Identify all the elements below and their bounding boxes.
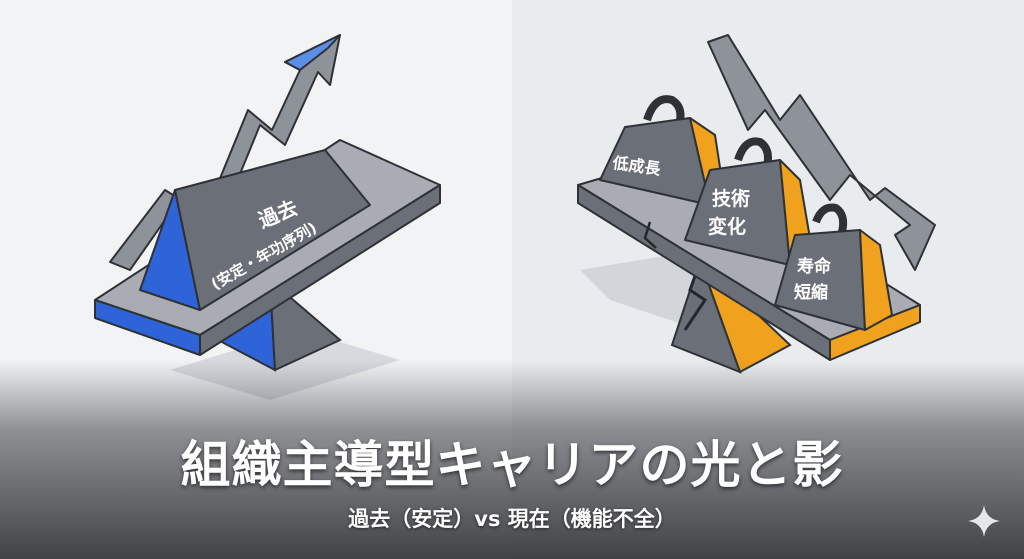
past-block: [139, 149, 371, 311]
bottom-shade: [0, 360, 1024, 559]
sparkle-icon: [968, 505, 1000, 537]
main-title: 組織主導型キャリアの光と影: [180, 436, 844, 494]
falling-arrow-icon: [707, 34, 936, 271]
weight-label-1a: 技術: [712, 187, 750, 210]
subtitle: 過去（安定）vs 現在（機能不全）: [348, 507, 676, 531]
right-shadow: [580, 250, 700, 330]
weight-label-2a: 寿命: [797, 256, 832, 277]
weight-label-2b: 短縮: [794, 282, 828, 303]
weight-lifespan: [774, 203, 893, 331]
weight-label-1b: 変化: [708, 215, 746, 238]
